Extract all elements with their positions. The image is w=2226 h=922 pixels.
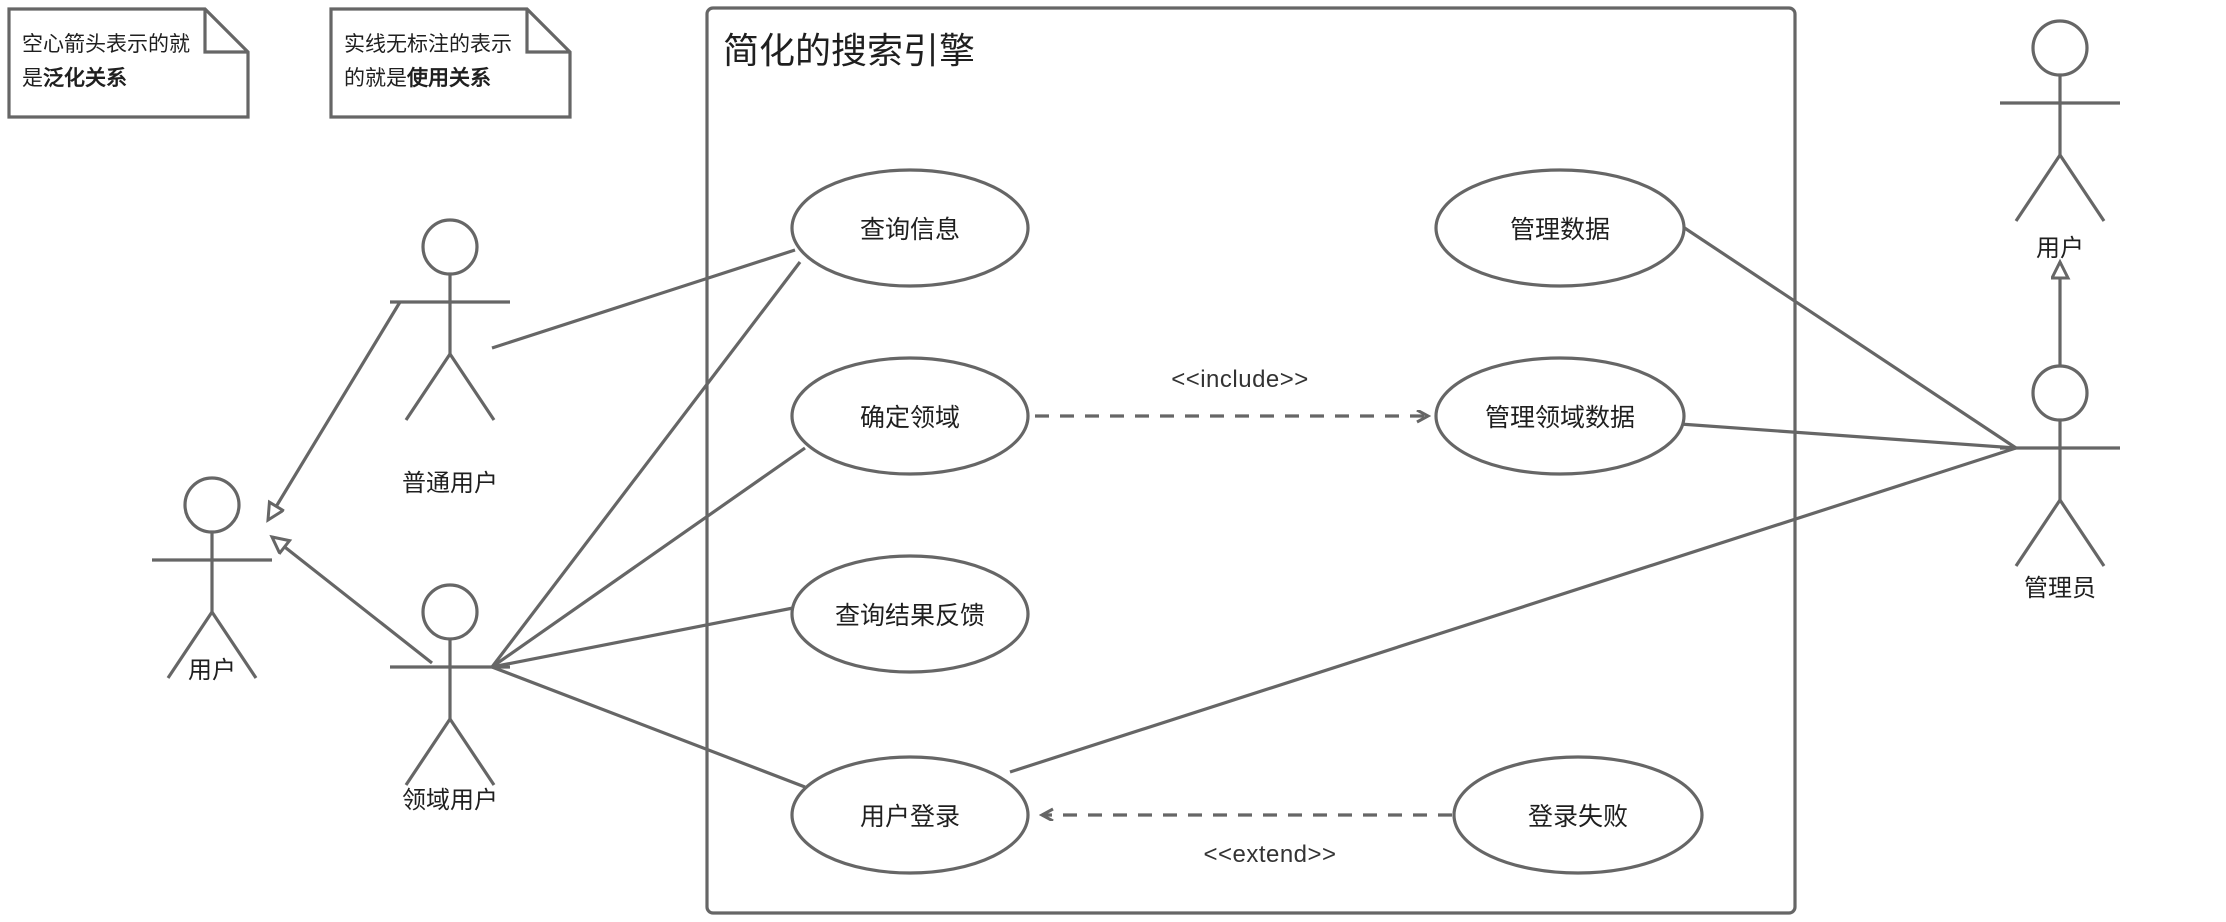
assoc-admin-user-login bbox=[1009, 446, 2017, 774]
note-usage-line2-plain: 的就是 bbox=[344, 67, 407, 90]
include-stereotype-label: <<include>> bbox=[1171, 366, 1309, 393]
usecase-query-info-label: 查询信息 bbox=[859, 216, 961, 244]
note-usage-line2-bold: 使用关系 bbox=[407, 67, 491, 90]
actor-normal-user-figure[interactable] bbox=[390, 218, 510, 421]
note-generalization-text: 空心箭头表示的就 是泛化关系 bbox=[22, 28, 212, 96]
note-usage-shape bbox=[329, 7, 572, 119]
usecase-determine-domain-label: 确定领域 bbox=[859, 404, 961, 432]
usecase-login-fail-shape[interactable] bbox=[1452, 755, 1704, 875]
gen-domain-user-to-user bbox=[272, 537, 433, 665]
assoc-admin-manage-data bbox=[1661, 211, 2017, 450]
usecase-manage-data-label: 管理数据 bbox=[1509, 216, 1611, 244]
usecase-determine-domain-shape[interactable] bbox=[790, 356, 1030, 476]
usecase-manage-domain-data-shape[interactable] bbox=[1434, 356, 1686, 476]
actor-domain-user-label: 领域用户 bbox=[402, 787, 498, 814]
note-generalization-line1: 空心箭头表示的就 bbox=[22, 33, 190, 56]
usecase-user-login-shape[interactable] bbox=[790, 755, 1030, 875]
note-usage-text: 实线无标注的表示 的就是使用关系 bbox=[344, 28, 534, 96]
assoc-admin-manage-domain-data bbox=[1679, 422, 2017, 450]
actor-user-left-label: 用户 bbox=[188, 657, 236, 684]
usecase-query-result-label: 查询结果反馈 bbox=[834, 602, 986, 630]
note-generalization-shape bbox=[7, 7, 250, 119]
usecase-login-fail-label: 登录失败 bbox=[1527, 803, 1629, 831]
assoc-domain-user-determine-domain bbox=[491, 446, 806, 669]
system-boundary-title: 简化的搜索引擎 bbox=[723, 30, 976, 71]
actor-admin-figure[interactable] bbox=[2000, 364, 2120, 567]
actor-admin-label: 管理员 bbox=[2024, 575, 2096, 602]
assoc-normal-user-query-info bbox=[491, 248, 796, 350]
usecase-query-result-shape[interactable] bbox=[790, 554, 1030, 674]
usecase-user-login-label: 用户登录 bbox=[859, 803, 961, 831]
actor-domain-user-figure[interactable] bbox=[390, 583, 510, 786]
assoc-domain-user-query-result bbox=[491, 606, 794, 669]
usecase-manage-data-shape[interactable] bbox=[1434, 168, 1686, 288]
usecase-query-info-shape[interactable] bbox=[790, 168, 1030, 288]
actor-user-right-figure[interactable] bbox=[2000, 19, 2120, 222]
gen-normal-user-to-user bbox=[268, 301, 402, 520]
assoc-domain-user-user-login bbox=[491, 665, 806, 789]
note-generalization-line2-bold: 泛化关系 bbox=[43, 67, 127, 90]
assoc-domain-user-query-info bbox=[490, 261, 802, 668]
actor-normal-user-label: 普通用户 bbox=[402, 470, 498, 497]
actor-user-left-figure[interactable] bbox=[152, 476, 272, 679]
usecase-manage-domain-data-label: 管理领域数据 bbox=[1484, 404, 1636, 432]
note-usage-line1: 实线无标注的表示 bbox=[344, 33, 512, 56]
actor-user-right-label: 用户 bbox=[2036, 235, 2084, 262]
note-generalization-line2-plain: 是 bbox=[22, 67, 43, 90]
extend-stereotype-label: <<extend>> bbox=[1203, 841, 1337, 868]
